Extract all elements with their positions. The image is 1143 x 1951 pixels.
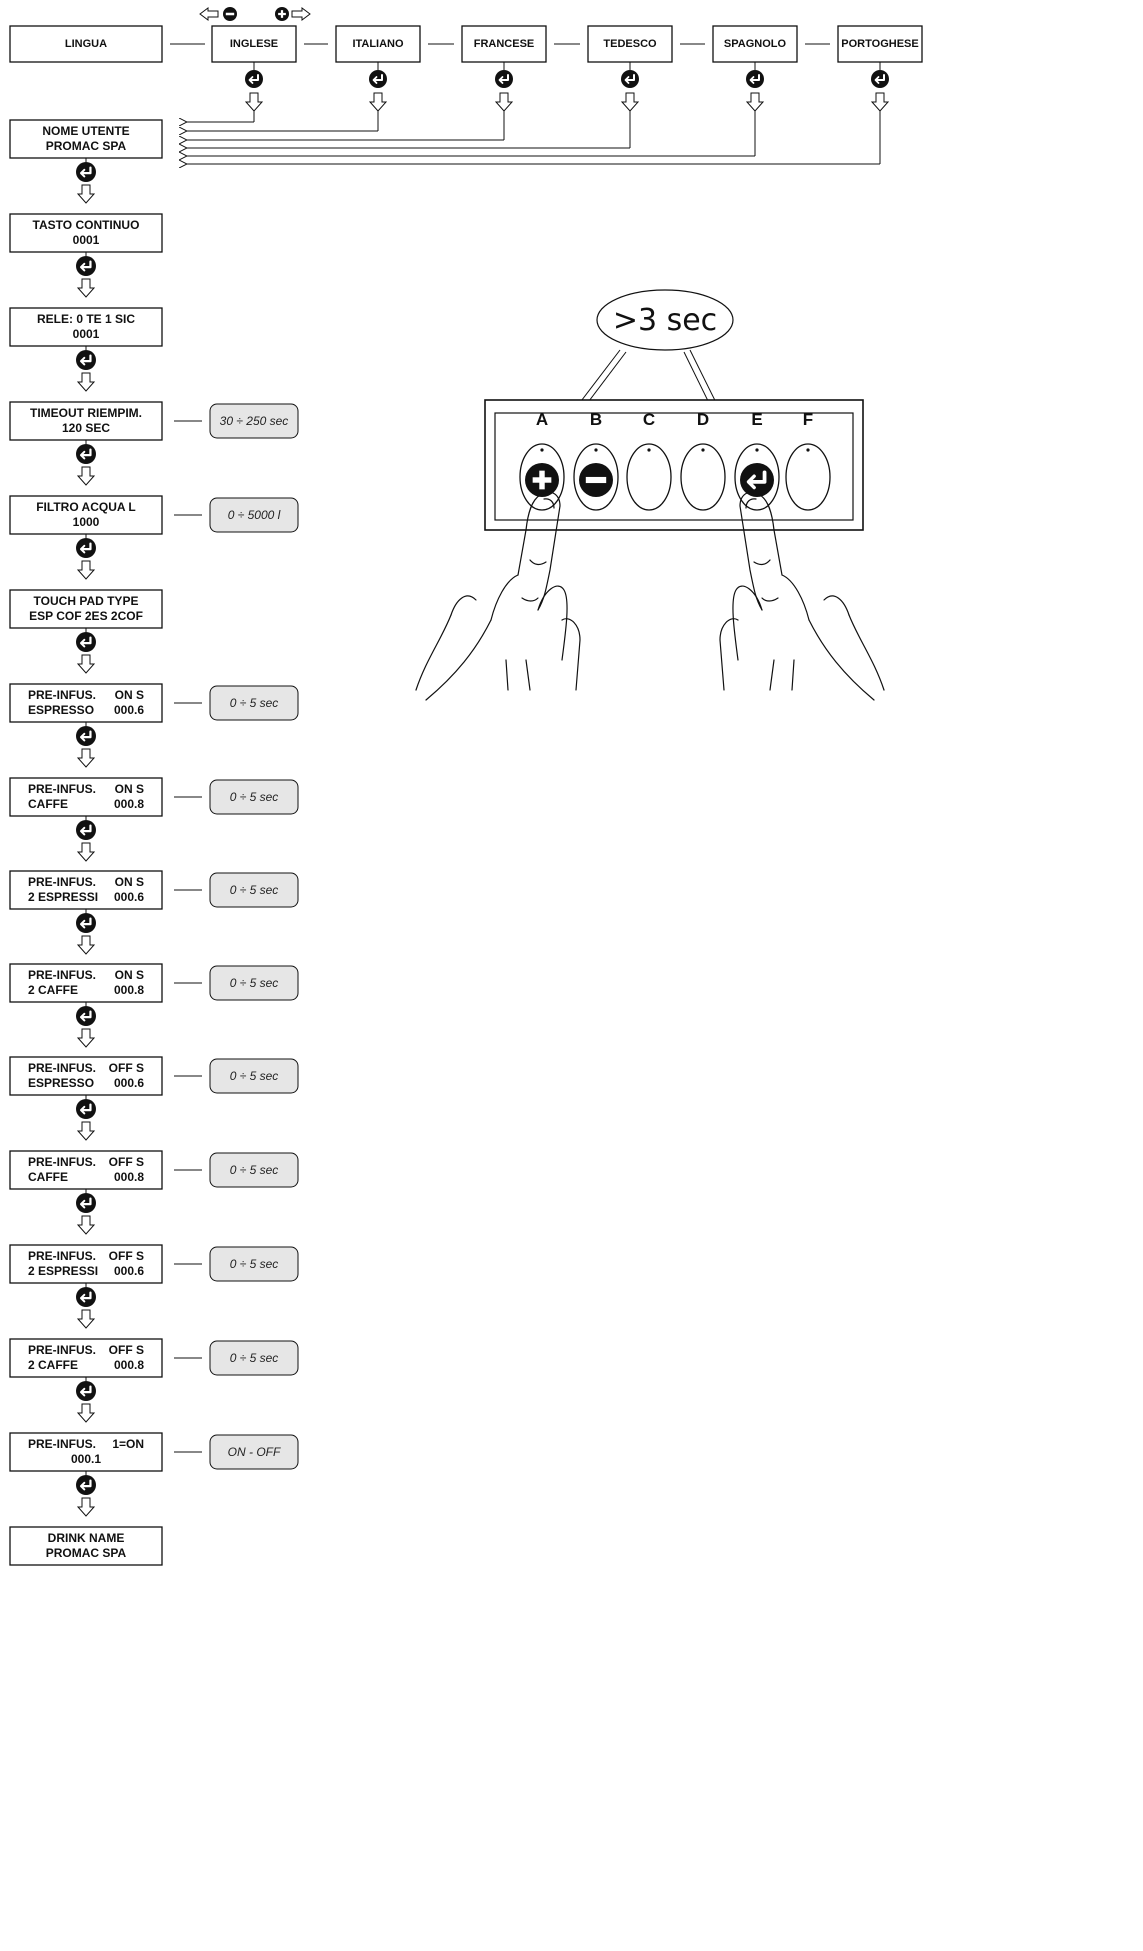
enter-key-icon <box>76 350 96 370</box>
enter-key-icon <box>76 632 96 652</box>
enter-key-icon <box>76 538 96 558</box>
hold-time-bubble <box>596 289 734 351</box>
enter-key-icon <box>871 70 889 88</box>
plus-key-icon <box>275 7 289 21</box>
enter-key-icon <box>621 70 639 88</box>
menu-step-box <box>9 213 163 253</box>
hand-icon <box>415 491 581 701</box>
key-led-dot <box>540 448 544 452</box>
language-option-box <box>587 25 673 63</box>
language-option-box <box>211 25 297 63</box>
down-arrow-icon <box>76 842 96 862</box>
down-arrow-icon <box>76 935 96 955</box>
menu-step-box <box>9 1432 163 1472</box>
menu-step-box <box>9 1526 163 1566</box>
keypad-button <box>680 443 726 511</box>
down-arrow-icon <box>76 1309 96 1329</box>
range-box <box>209 497 299 533</box>
menu-step-box <box>9 495 163 535</box>
minus-key-icon <box>579 463 613 497</box>
key-led-dot <box>701 448 705 452</box>
range-box <box>209 872 299 908</box>
range-box <box>209 1340 299 1376</box>
menu-step-box <box>9 870 163 910</box>
enter-key-icon <box>76 1193 96 1213</box>
plus-key-icon <box>525 463 559 497</box>
language-menu-box <box>9 25 163 63</box>
language-option-box <box>712 25 798 63</box>
enter-key-icon <box>369 70 387 88</box>
down-arrow-icon <box>620 92 640 112</box>
menu-step-box <box>9 1244 163 1284</box>
hand-icon <box>719 491 885 701</box>
down-arrow-icon <box>745 92 765 112</box>
down-arrow-icon <box>76 1497 96 1517</box>
down-arrow-icon <box>870 92 890 112</box>
keypad-button <box>626 443 672 511</box>
range-box <box>209 1246 299 1282</box>
enter-key-icon <box>245 70 263 88</box>
enter-key-icon <box>76 1006 96 1026</box>
menu-step-box <box>9 1056 163 1096</box>
menu-step-box <box>9 589 163 629</box>
menu-step-box <box>9 963 163 1003</box>
down-arrow-icon <box>76 466 96 486</box>
enter-key-icon <box>76 913 96 933</box>
menu-step-box <box>9 1338 163 1378</box>
down-arrow-icon <box>76 1121 96 1141</box>
range-box <box>209 1058 299 1094</box>
key-led-dot <box>594 448 598 452</box>
down-arrow-icon <box>76 748 96 768</box>
keypad-button <box>785 443 831 511</box>
menu-step-box <box>9 401 163 441</box>
menu-step-box <box>9 683 163 723</box>
menu-step-box <box>9 777 163 817</box>
enter-key-icon <box>76 444 96 464</box>
enter-key-icon <box>76 820 96 840</box>
enter-key-icon <box>76 1099 96 1119</box>
down-arrow-icon <box>76 184 96 204</box>
down-arrow-icon <box>76 278 96 298</box>
range-box <box>209 1152 299 1188</box>
menu-step-box <box>9 119 163 159</box>
down-arrow-icon <box>76 1028 96 1048</box>
range-box <box>209 965 299 1001</box>
range-box <box>209 685 299 721</box>
range-box <box>209 1434 299 1470</box>
key-led-dot <box>647 448 651 452</box>
enter-key-icon <box>76 1475 96 1495</box>
enter-key-icon <box>746 70 764 88</box>
range-box <box>209 403 299 439</box>
language-option-box <box>837 25 923 63</box>
enter-key-icon <box>76 726 96 746</box>
enter-key-icon <box>495 70 513 88</box>
enter-key-icon <box>76 256 96 276</box>
enter-key-icon <box>76 1287 96 1307</box>
key-led-dot <box>806 448 810 452</box>
menu-step-box <box>9 307 163 347</box>
key-led-dot <box>755 448 759 452</box>
down-arrow-icon <box>76 1403 96 1423</box>
down-arrow-icon <box>244 92 264 112</box>
down-arrow-icon <box>76 560 96 580</box>
enter-key-icon <box>76 1381 96 1401</box>
down-arrow-icon <box>368 92 388 112</box>
down-arrow-icon <box>76 372 96 392</box>
language-option-box <box>461 25 547 63</box>
range-box <box>209 779 299 815</box>
enter-key-icon <box>740 463 774 497</box>
down-arrow-icon <box>494 92 514 112</box>
down-arrow-icon <box>76 1215 96 1235</box>
enter-key-icon <box>76 162 96 182</box>
down-arrow-icon <box>76 654 96 674</box>
menu-step-box <box>9 1150 163 1190</box>
minus-key-icon <box>223 7 237 21</box>
left-arrow-icon <box>199 7 219 21</box>
right-arrow-icon <box>291 7 311 21</box>
language-option-box <box>335 25 421 63</box>
